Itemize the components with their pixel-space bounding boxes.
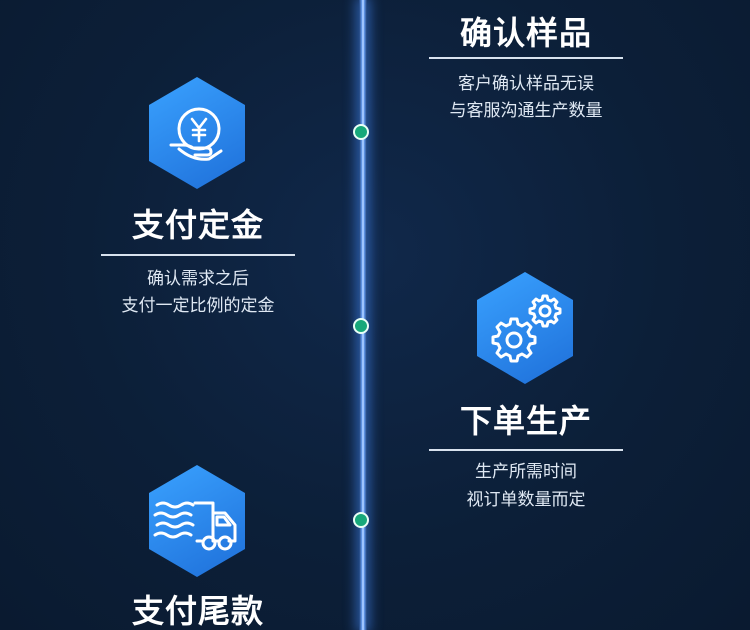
step-desc-line1: 确认需求之后 [147,269,249,289]
step-title: 支付尾款 [131,592,264,630]
step-divider [429,449,623,451]
step-desc-line2: 与客服沟通生产数量 [449,101,603,121]
timeline-node-3 [353,512,369,528]
step-desc-line1: 客户确认样品无误 [458,74,594,94]
step-divider [101,254,295,256]
step-title: 确认样品 [459,14,592,52]
yen-hand-icon [149,77,245,189]
step-desc-line1: 生产所需时间 [475,462,577,482]
timeline-node-1 [353,124,369,140]
step-title: 支付定金 [131,206,264,244]
timeline-node-2 [353,318,369,334]
step-title: 下单生产 [459,402,592,440]
step-divider [429,57,623,59]
timeline-line [359,0,367,630]
delivery-truck-icon [149,465,245,577]
step-desc-line2: 支付一定比例的定金 [121,296,275,316]
gears-icon [477,272,573,384]
step-desc-line2: 视订单数量而定 [466,490,586,510]
